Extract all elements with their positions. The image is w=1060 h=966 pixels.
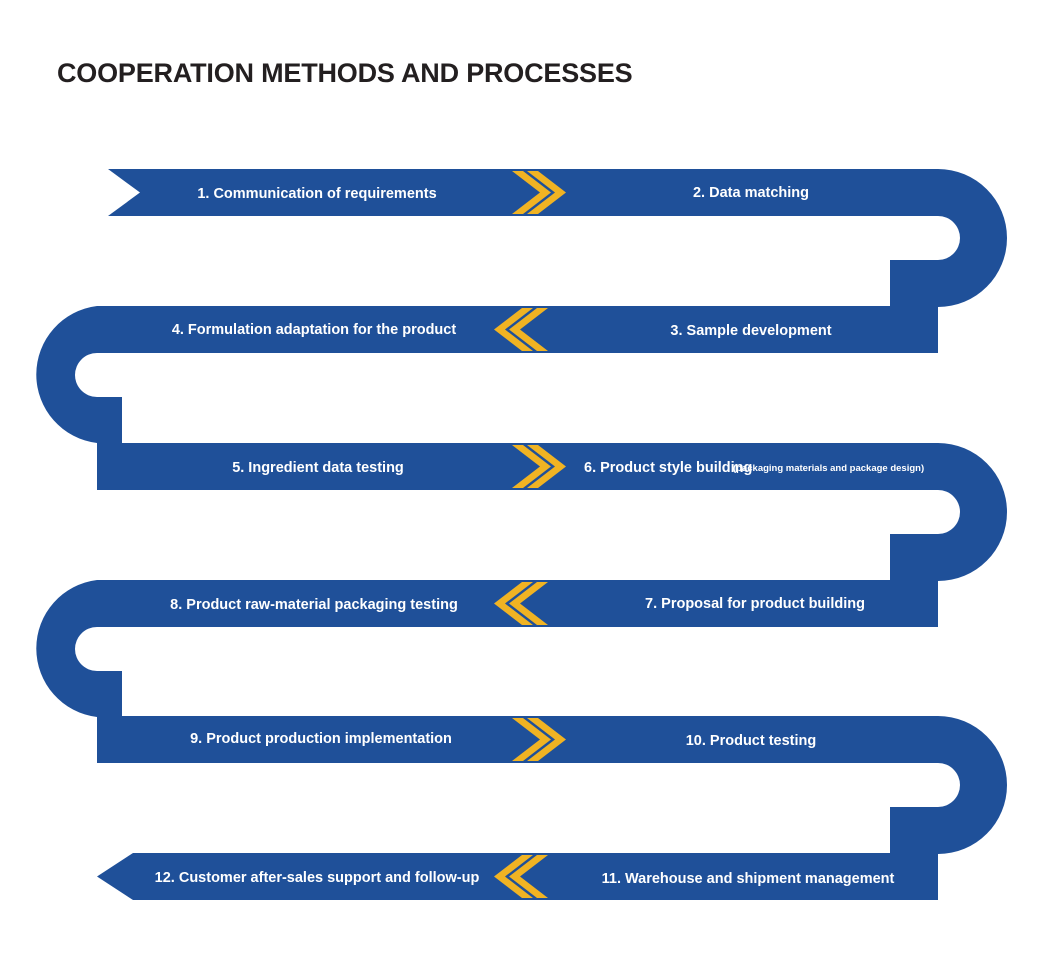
step-label-5: 5. Ingredient data testing [232, 460, 404, 476]
step-label-12: 12. Customer after-sales support and fol… [155, 870, 480, 886]
flow-end-arrowhead [97, 853, 133, 900]
step-label-2: 2. Data matching [693, 185, 809, 201]
step-label-6: 6. Product style building [584, 460, 752, 476]
flow-uturn-right-1 [890, 169, 1007, 307]
step-label-7: 7. Proposal for product building [645, 596, 865, 612]
flow-uturn-left-2 [36, 580, 122, 717]
chevron-left-icon-row-6 [494, 855, 548, 898]
chevron-left-icon-row-2 [494, 308, 548, 351]
chevron-right-icon-row-1 [512, 171, 566, 214]
flow-bar-row-5 [97, 716, 938, 763]
flow-uturn-left-1 [36, 306, 122, 443]
step-label-9: 9. Product production implementation [190, 731, 452, 747]
step-label-4: 4. Formulation adaptation for the produc… [172, 322, 457, 338]
step-note-6: (packaging materials and package design) [733, 463, 924, 474]
chevron-right-icon-row-3 [512, 445, 566, 488]
flow-start-notch-icon [108, 169, 140, 216]
flow-band-group [36, 169, 1007, 900]
step-label-1: 1. Communication of requirements [197, 186, 436, 202]
chevron-right-icon-row-5 [512, 718, 566, 761]
page-title: COOPERATION METHODS AND PROCESSES [57, 58, 633, 88]
step-label-10: 10. Product testing [686, 733, 817, 749]
step-label-11: 11. Warehouse and shipment management [602, 871, 895, 887]
flow-bar-row-3 [97, 443, 938, 490]
flow-uturn-right-2 [890, 443, 1007, 581]
flow-uturn-right-3 [890, 716, 1007, 854]
step-6-group: 6. Product style building (packaging mat… [584, 460, 924, 476]
step-label-3: 3. Sample development [670, 323, 831, 339]
step-label-8: 8. Product raw-material packaging testin… [170, 597, 458, 613]
chevron-left-icon-row-4 [494, 582, 548, 625]
